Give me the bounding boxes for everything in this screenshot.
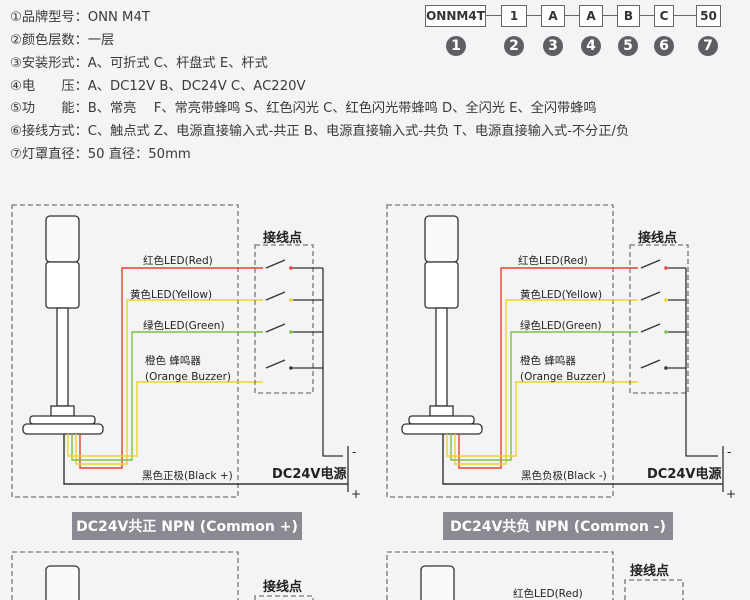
buzzer-label-en: (Orange Buzzer): [145, 371, 231, 383]
caption-common-plus: DC24V共正 NPN (Common +): [72, 512, 302, 540]
terminal-title: 接线点: [630, 563, 669, 579]
wiring-diagram-common-minus: 红色LED(Red) 黄色LED(Yellow) 绿色LED(Green) 橙色…: [386, 204, 736, 501]
spec-color-layers: ②颜色层数：一层: [10, 33, 115, 48]
black-wire-label: 黑色负极(Black -): [521, 469, 607, 482]
buzzer-wire: [67, 381, 263, 457]
terminal-box: [254, 595, 314, 600]
lamp-base: [45, 261, 80, 309]
led-yellow-label: 黄色LED(Yellow): [130, 288, 212, 301]
mounting-plate-edge: [22, 423, 104, 435]
black-wire: [442, 434, 723, 485]
signal-tower-lamp: [22, 215, 104, 435]
pole-collar: [50, 405, 75, 417]
power-label: DC24V电源: [647, 466, 721, 482]
product-boundary-box: [11, 204, 239, 498]
code-number-3: 3: [543, 36, 563, 56]
black-wire: [63, 434, 348, 485]
lamp-base: [424, 261, 459, 309]
led-red-label: 红色LED(Red): [513, 587, 583, 600]
minus-terminal: -: [352, 445, 356, 459]
mounting-plate-edge: [401, 423, 483, 435]
caption-common-minus: DC24V共负 NPN (Common -): [443, 512, 673, 540]
buzzer-label-en: (Orange Buzzer): [520, 371, 606, 383]
lamp-shade: [424, 215, 459, 263]
green-wire: [71, 331, 263, 461]
terminal-box: [254, 244, 314, 394]
lamp-pole: [435, 307, 448, 407]
code-segment-voltage: A: [579, 5, 603, 27]
code-segment-model: ONNM4T: [425, 5, 486, 27]
code-number-2: 2: [504, 36, 524, 56]
lamp-pole: [56, 307, 69, 407]
spec-voltage: ④电 压：A、DC12V B、DC24V C、AC220V: [10, 79, 306, 94]
partial-boundary-right: [386, 551, 614, 600]
mounting-plate: [29, 415, 96, 425]
spec-function: ⑤功 能：B、常亮 F、常亮带蜂鸣 S、红色闪光 C、红色闪光带蜂鸣 D、全闪光…: [10, 101, 597, 116]
partial-diagrams-bottom: 接线点 接线点 红色LED(Red): [11, 551, 684, 600]
lamp-shade: [420, 565, 455, 600]
yellow-wire: [75, 299, 263, 465]
led-green-label: 绿色LED(Green): [520, 319, 602, 332]
code-connector: [674, 15, 696, 16]
terminal-box: [624, 579, 684, 600]
black-wire-label: 黑色正极(Black +): [142, 469, 233, 482]
terminal-title: 接线点: [638, 230, 677, 246]
mounting-plate: [408, 415, 475, 425]
switch-contacts: [265, 259, 349, 492]
led-red-label: 红色LED(Red): [143, 254, 213, 267]
code-connector: [603, 15, 617, 16]
spec-wiring: ⑥接线方式：C、触点式 Z、电源直接输入式-共正 B、电源直接输入式-共负 T、…: [10, 124, 630, 139]
wiring-diagram-common-plus: 红色LED(Red) 黄色LED(Yellow) 绿色LED(Green) 橙色…: [11, 204, 361, 501]
code-connector: [565, 15, 579, 16]
code-segment-wiring: C: [654, 5, 674, 27]
minus-terminal: -: [727, 445, 731, 459]
spec-brand-model: ①品牌型号：ONN M4T: [10, 10, 150, 25]
plus-terminal: +: [726, 487, 736, 501]
code-segment-layers: 1: [501, 5, 527, 27]
pole-collar: [429, 405, 454, 417]
terminal-box: [629, 244, 689, 394]
buzzer-label: 橙色 蜂鸣器: [145, 354, 201, 367]
code-number-5: 5: [618, 36, 638, 56]
led-red-label: 红色LED(Red): [518, 254, 588, 267]
code-number-7: 7: [698, 36, 718, 56]
code-number-4: 4: [581, 36, 601, 56]
product-boundary-box: [386, 204, 614, 498]
code-connector: [486, 15, 501, 16]
yellow-wire: [454, 299, 638, 465]
spec-shade-diameter: ⑦灯罩直径：50 直径：50mm: [10, 147, 191, 162]
terminal-title: 接线点: [263, 230, 302, 246]
lamp-shade: [45, 565, 80, 600]
wire-bundle: [442, 267, 723, 485]
signal-tower-lamp: [401, 215, 483, 435]
spec-mount-type: ③安装形式：A、可折式 C、杆盘式 E、杆式: [10, 56, 268, 71]
code-number-1: 1: [446, 36, 466, 56]
partial-boundary-left: [11, 551, 239, 600]
code-connector: [527, 15, 541, 16]
lamp-shade: [45, 215, 80, 263]
wire-bundle: [63, 267, 348, 485]
code-number-6: 6: [654, 36, 674, 56]
switch-contacts: [640, 259, 724, 492]
green-wire: [450, 331, 638, 461]
code-connector: [640, 15, 654, 16]
led-yellow-label: 黄色LED(Yellow): [520, 288, 602, 301]
buzzer-wire: [446, 381, 638, 457]
power-label: DC24V电源: [272, 466, 346, 482]
buzzer-label: 橙色 蜂鸣器: [520, 354, 576, 367]
code-segment-mount: A: [541, 5, 565, 27]
terminal-title: 接线点: [263, 579, 302, 595]
code-segment-diameter: 50: [696, 5, 721, 27]
plus-terminal: +: [351, 487, 361, 501]
led-green-label: 绿色LED(Green): [143, 319, 225, 332]
code-segment-function: B: [617, 5, 640, 27]
